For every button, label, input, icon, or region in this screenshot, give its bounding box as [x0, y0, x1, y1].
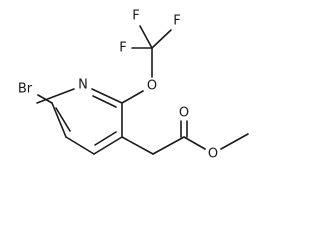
bond-c6-c5-inner — [55, 107, 71, 132]
atom-ether-oxygen: O — [147, 79, 157, 94]
atom-fluorine-top-right: F — [173, 14, 180, 29]
bond-c-o-ester — [183, 136, 206, 150]
atom-bromine: Br — [18, 82, 33, 97]
bond-c5-c6 — [51, 102, 67, 138]
bond-c4-c5 — [65, 136, 95, 155]
atom-ring-nitrogen: N — [78, 78, 88, 93]
atom-carbonyl-oxygen: O — [179, 106, 189, 121]
bond-c6-n1 — [36, 88, 75, 104]
atom-fluorine-left: F — [119, 41, 126, 56]
bond-c2-o — [121, 90, 144, 104]
atom-fluorine-top-left: F — [132, 9, 139, 24]
bond-c3-c4 — [93, 136, 123, 155]
bond-c3-ch2 — [121, 136, 154, 155]
bond-c-f-top-left — [139, 25, 153, 49]
atom-ester-oxygen: O — [208, 147, 218, 162]
bond-c3-c4-inner — [94, 131, 117, 146]
structural-formula: Br N O F F F O O — [18, 9, 249, 162]
bond-c6-br — [37, 94, 53, 104]
bond-o-ch3 — [220, 133, 249, 150]
bond-n1-c2-inner — [92, 95, 117, 108]
bond-n1-c2 — [91, 88, 123, 104]
bond-ch2-c — [152, 136, 185, 155]
bond-c-f-top-right — [151, 29, 172, 49]
